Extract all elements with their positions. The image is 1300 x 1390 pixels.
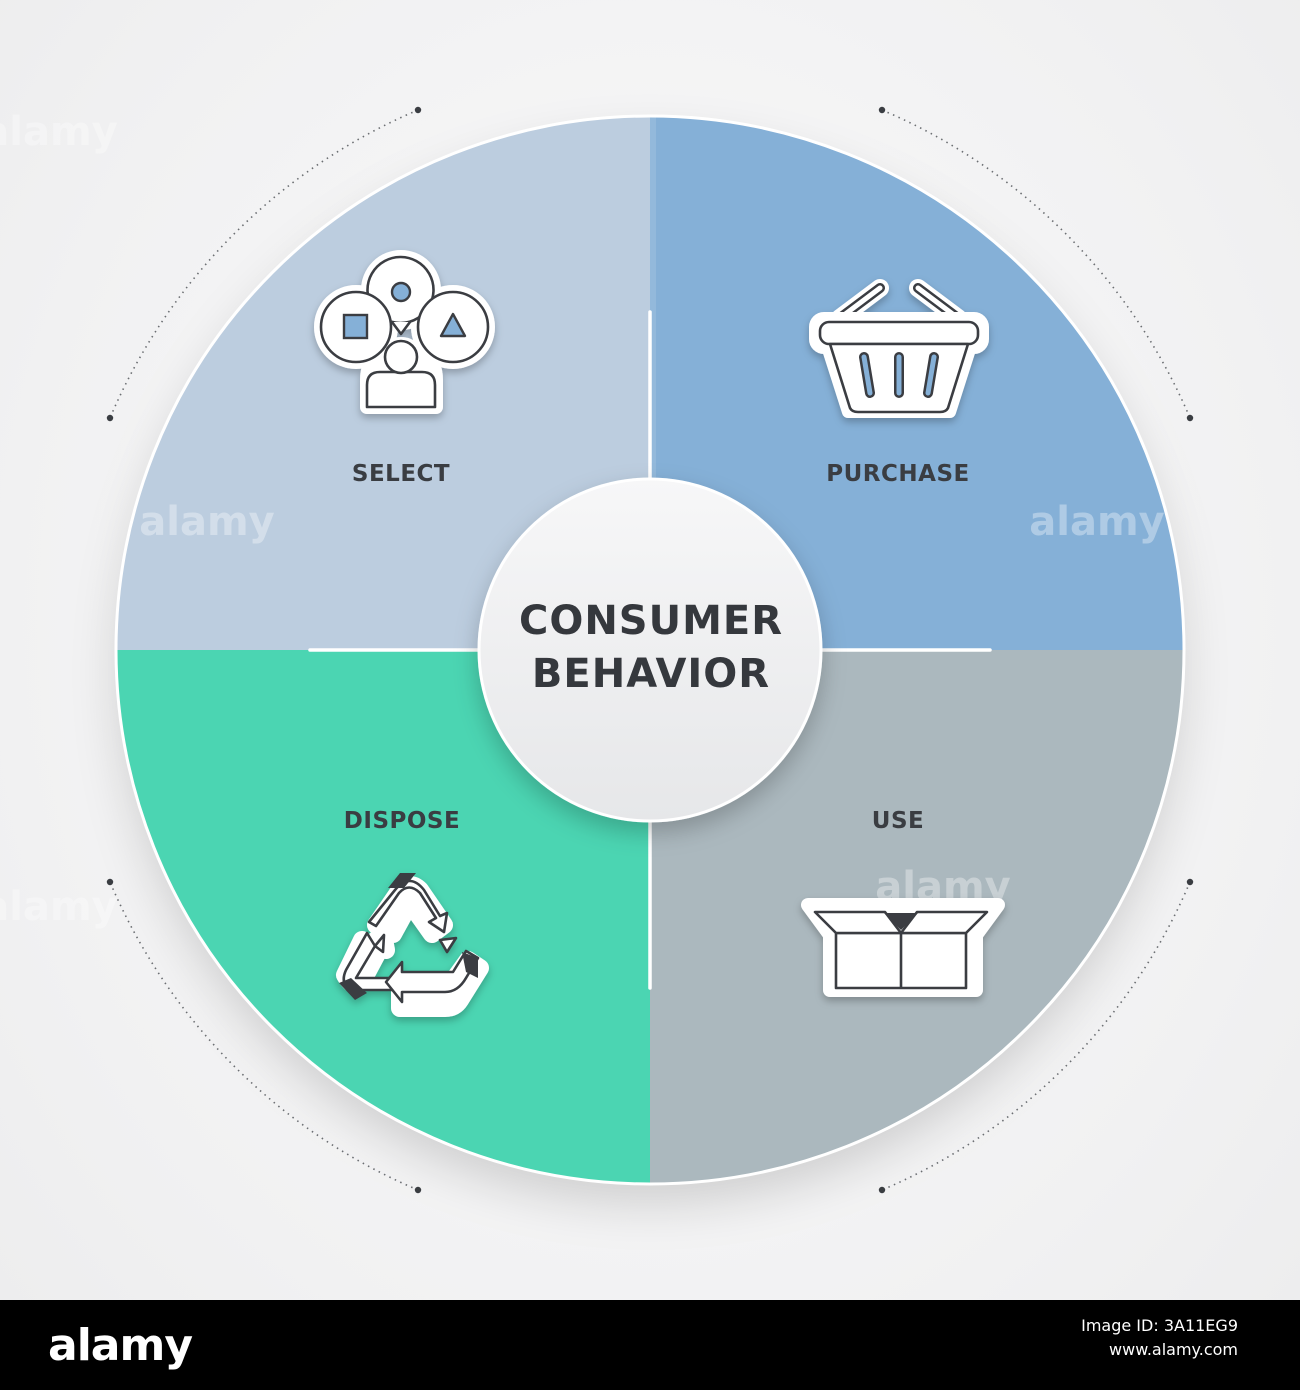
footer-image-info: Image ID: 3A11EG9 www.alamy.com [1081, 1314, 1238, 1362]
label-dispose: DISPOSE [344, 808, 460, 834]
label-purchase: PURCHASE [826, 461, 969, 487]
consumer-behavior-diagram: alamy alamy alamy alamy alamy SELECT PUR… [0, 106, 1194, 1194]
footer-logo: alamy [48, 1320, 193, 1371]
footer-bar: alamy Image ID: 3A11EG9 www.alamy.com [0, 1300, 1300, 1390]
svg-text:alamy: alamy [0, 109, 118, 155]
center-title-line2: BEHAVIOR [532, 651, 770, 697]
decorative-dotted-arcs [109, 109, 1191, 1191]
recycle-icon [336, 873, 489, 1017]
label-use: USE [872, 808, 924, 834]
footer-site: www.alamy.com [1109, 1340, 1238, 1359]
center-title-line1: CONSUMER [519, 598, 783, 644]
svg-text:alamy: alamy [1029, 499, 1164, 545]
svg-text:alamy: alamy [139, 499, 274, 545]
arc-end-dots [106, 106, 1194, 1194]
shopping-basket-icon [809, 279, 989, 418]
svg-text:alamy: alamy [0, 884, 118, 930]
footer-image-id: Image ID: 3A11EG9 [1081, 1316, 1238, 1335]
label-select: SELECT [352, 461, 450, 487]
open-box-icon [801, 898, 1005, 997]
people-choice-icon [314, 250, 495, 414]
center-circle [477, 477, 823, 823]
watermarks: alamy alamy alamy alamy alamy [0, 109, 1165, 930]
